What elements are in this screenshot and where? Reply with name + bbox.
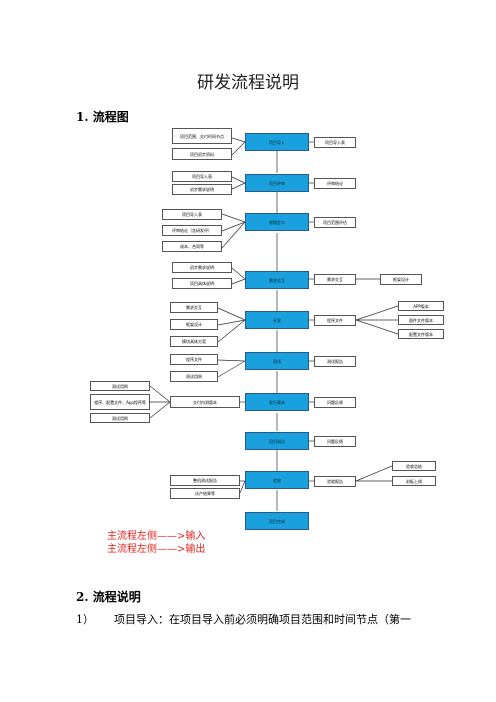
page-title: 研发流程说明 [197, 73, 299, 93]
paragraph-text: 项目导入：在项目导入前必须明确项目范围和时间节点（第一 [114, 613, 411, 626]
input-test-program: 程序文件 [170, 354, 218, 365]
output-release-feedback: 问题反馈 [314, 397, 356, 408]
main-step-complete: 项目完成 [245, 512, 309, 530]
output-seal-launch: 封板上线 [392, 476, 436, 486]
input-spec-review-conclusion: 评审结论（含研发评） [162, 225, 222, 236]
main-step-import: 项目导入 [245, 133, 309, 151]
main-step-regression: 回归测试 [245, 432, 309, 450]
main-step-test: 测试 [245, 352, 309, 370]
input-review-import-form: 项目导入表 [172, 171, 232, 182]
input-interact-requirements: 初步需求说明 [172, 262, 232, 273]
input-develop-interaction: 需求交互 [170, 302, 218, 313]
section-heading-flowchart: 1. 流程图 [76, 110, 129, 124]
legend-note-input: 主流程左侧——>输入 [107, 531, 206, 542]
input-spec-cost: 成本、合同等 [162, 241, 222, 252]
output-firmware-version: 固件文件版本 [398, 315, 444, 325]
section-heading-description: 2. 流程说明 [76, 590, 141, 604]
input-test-cases: 测试用例 [170, 371, 218, 382]
output-accept-report: 验收报告 [314, 476, 356, 487]
paragraph-item-1: 1） 项目导入：在项目导入前必须明确项目范围和时间节点（第一 [76, 611, 411, 627]
side-input-test-cases-1: 测试用例 [90, 381, 150, 391]
output-config-version: 配置文件版本 [398, 329, 444, 339]
legend-note-output: 主流程左侧——>输出 [107, 544, 206, 555]
main-step-develop: 开发 [245, 311, 309, 329]
output-review-conclusion: 评审结论 [314, 178, 356, 189]
main-step-review: 项目评审 [245, 174, 309, 192]
input-release-internal-build: 交付内测版本 [170, 396, 240, 408]
input-accept-test-report: 整机测试报告 [170, 475, 240, 486]
side-input-program-files: 程序、配置文件、App程序等 [90, 394, 150, 410]
paragraph-number: 1） [76, 613, 94, 626]
input-spec-import-form: 项目导入表 [162, 209, 222, 220]
main-step-accept: 验收 [245, 471, 309, 489]
main-step-interact: 需求交互 [245, 271, 309, 289]
output-test-report: 测试报告 [314, 356, 356, 367]
output-accept-summary: 验收总结 [392, 461, 436, 471]
input-develop-modules: 模块具体方案 [170, 336, 218, 347]
input-import-scope: 项目范围、交付时间节点 [172, 128, 232, 144]
side-input-test-cases-2: 测试用例 [90, 413, 150, 423]
main-step-release: 发行版本 [245, 393, 309, 411]
output-interact: 需求交互 [314, 274, 356, 285]
output-program-files: 程序文件 [314, 315, 356, 326]
input-import-materials: 项目初步资料 [172, 148, 232, 160]
output-framework-design: 框架设计 [380, 274, 422, 285]
output-app-version: APP版本 [398, 301, 444, 311]
output-import-form: 项目导入表 [314, 137, 356, 148]
output-regression-feedback: 问题反馈 [314, 436, 356, 447]
input-interact-details: 项目具体说明 [172, 278, 232, 289]
input-accept-trial: 试产结果等 [170, 488, 240, 499]
main-step-spec: 规格定义 [245, 213, 309, 231]
output-spec-evaluation: 项目范围评估 [314, 217, 356, 228]
input-review-requirements: 初步需求说明 [172, 184, 232, 195]
input-develop-framework: 框架设计 [170, 319, 218, 330]
